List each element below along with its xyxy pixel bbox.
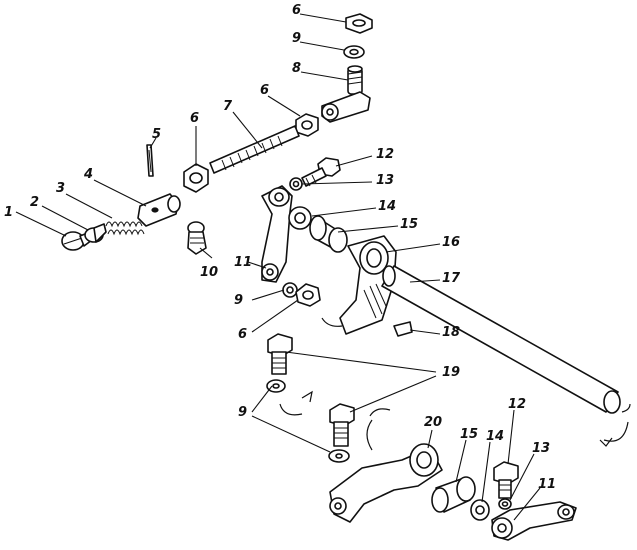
label-6-left: 6 bbox=[190, 111, 200, 126]
part-9-washer-right bbox=[328, 449, 350, 463]
label-20: 20 bbox=[424, 415, 443, 430]
part-14-washer-upper bbox=[288, 206, 312, 230]
label-6-right: 6 bbox=[260, 83, 270, 98]
label-14-lower: 14 bbox=[486, 429, 505, 444]
part-5-pin bbox=[146, 144, 154, 177]
part-10-ball-stud bbox=[187, 221, 207, 255]
part-6-nut-mid bbox=[295, 283, 321, 307]
label-19: 19 bbox=[442, 365, 461, 380]
label-6-top: 6 bbox=[292, 3, 302, 18]
label-3: 3 bbox=[56, 181, 66, 196]
label-5: 5 bbox=[152, 127, 162, 142]
part-9-washer-left bbox=[266, 379, 286, 393]
part-2-cap bbox=[84, 223, 107, 243]
label-9-lower: 9 bbox=[238, 405, 248, 420]
part-12-bolt-upper bbox=[301, 157, 341, 187]
part-12-bolt-lower bbox=[493, 461, 519, 499]
label-15-upper: 15 bbox=[400, 217, 419, 232]
label-16: 16 bbox=[442, 235, 461, 250]
label-10: 10 bbox=[200, 265, 219, 280]
leader-lines bbox=[15, 13, 541, 521]
part-15-bushing-lower bbox=[431, 476, 476, 513]
label-11-upper: 11 bbox=[234, 255, 253, 270]
label-2: 2 bbox=[30, 195, 40, 210]
label-13-upper: 13 bbox=[376, 173, 395, 188]
label-9-top: 9 bbox=[292, 31, 302, 46]
part-11-lever-lower bbox=[491, 501, 577, 541]
label-14-upper: 14 bbox=[378, 199, 397, 214]
part-11-lever-upper bbox=[261, 185, 293, 283]
label-11-lower: 11 bbox=[538, 477, 557, 492]
part-13-washer-upper bbox=[289, 177, 303, 191]
part-7-threaded-rod bbox=[209, 125, 300, 174]
part-14-washer-lower bbox=[470, 499, 490, 521]
label-9-mid: 9 bbox=[234, 293, 244, 308]
part-6-nut-left bbox=[183, 163, 209, 193]
part-3-spring bbox=[105, 221, 145, 236]
label-8: 8 bbox=[292, 61, 302, 76]
label-6-mid: 6 bbox=[238, 327, 248, 342]
label-17: 17 bbox=[442, 271, 461, 286]
part-9-washer-mid bbox=[282, 282, 298, 298]
label-7: 7 bbox=[223, 99, 233, 114]
part-9-washer-top bbox=[343, 45, 365, 59]
part-18-key bbox=[393, 321, 413, 337]
part-6-nut-right bbox=[295, 113, 319, 137]
part-8-ball-joint bbox=[321, 65, 371, 123]
part-19-bolt-left bbox=[267, 333, 293, 375]
part-6-nut-top bbox=[345, 13, 373, 34]
part-15-bushing-upper bbox=[309, 215, 348, 253]
part-13-washer-lower bbox=[498, 498, 512, 510]
label-4: 4 bbox=[84, 167, 94, 182]
label-1: 1 bbox=[4, 205, 14, 220]
rotation-arrows bbox=[279, 317, 631, 451]
label-12-upper: 12 bbox=[376, 147, 395, 162]
part-17-shaft bbox=[381, 265, 621, 414]
part-16-bracket bbox=[339, 235, 397, 335]
part-4-socket-housing bbox=[137, 193, 181, 227]
part-20-lower-bracket bbox=[329, 443, 443, 523]
label-18: 18 bbox=[442, 325, 461, 340]
label-12-lower: 12 bbox=[508, 397, 527, 412]
label-15-lower: 15 bbox=[460, 427, 479, 442]
label-13-lower: 13 bbox=[532, 441, 551, 456]
part-19-bolt-right bbox=[329, 403, 355, 447]
